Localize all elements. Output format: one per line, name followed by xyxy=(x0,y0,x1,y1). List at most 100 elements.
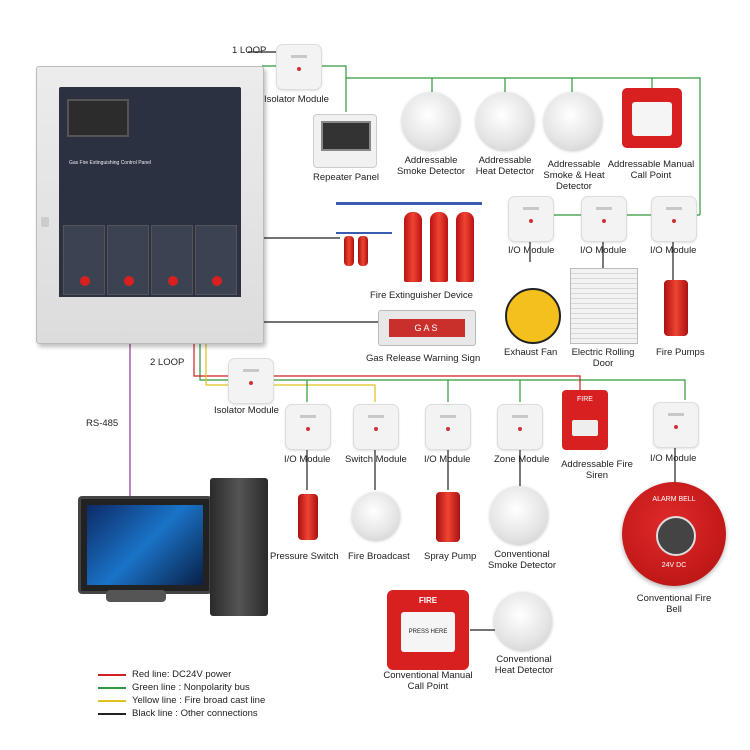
extinguisher-device-icon xyxy=(336,196,482,282)
legend-swatch-red xyxy=(98,674,126,676)
siren-label: Addressable Fire Siren xyxy=(561,459,633,481)
isolator-top-label: Isolator Module xyxy=(264,94,329,105)
lower-links xyxy=(306,448,676,490)
repeater-panel-icon xyxy=(313,114,377,168)
monitor-stand-icon xyxy=(106,590,166,602)
isolator-bottom-label: Isolator Module xyxy=(214,405,279,416)
exhaust-fan-label: Exhaust Fan xyxy=(504,347,558,358)
conv-manual-call-point-icon: FIRE PRESS HERE xyxy=(387,590,469,670)
zone-module-label: Zone Module xyxy=(494,454,550,465)
loop2-bus-red xyxy=(193,342,581,390)
io-4-label: I/O Module xyxy=(284,454,331,465)
io-module-icon xyxy=(425,404,471,450)
switch-module-label: Switch Module xyxy=(345,454,407,465)
conv-heat-detector-icon xyxy=(494,592,552,650)
legend-swatch-yellow xyxy=(98,700,126,702)
pressure-switch-label: Pressure Switch xyxy=(270,551,339,562)
gas-sign-text: GAS xyxy=(389,319,465,337)
io-2-label: I/O Module xyxy=(580,245,627,256)
legend-text: Green line : Nonpolarity bus xyxy=(132,682,250,693)
zone-card xyxy=(151,225,193,295)
spray-pump-icon xyxy=(436,492,460,542)
legend-text: Black line : Other connections xyxy=(132,708,258,719)
isolator-module-icon xyxy=(276,44,322,90)
computer-tower-icon xyxy=(210,478,268,616)
zone-card xyxy=(63,225,105,295)
zone-button[interactable] xyxy=(80,276,90,286)
loop1-label: 1 LOOP xyxy=(232,45,267,56)
bell-text: ALARM BELL xyxy=(652,496,696,503)
legend-swatch-green xyxy=(98,687,126,689)
switch-module-icon xyxy=(353,404,399,450)
panel-lcd-screen xyxy=(67,99,129,137)
siren-text: FIRE xyxy=(577,396,593,403)
pressure-switch-icon xyxy=(298,494,318,540)
loop2-drops xyxy=(306,380,521,402)
legend-item: Red line: DC24V power xyxy=(98,668,265,681)
loop2-label: 2 LOOP xyxy=(150,357,185,368)
rolling-door-icon xyxy=(570,268,638,344)
spray-pump-label: Spray Pump xyxy=(424,551,477,562)
io-module-icon xyxy=(508,196,554,242)
smoke-heat-detector-icon xyxy=(544,92,602,150)
exhaust-fan-icon xyxy=(505,288,561,344)
rolling-door-label: Electric Rolling Door xyxy=(571,347,635,369)
addr-heat-label: Addressable Heat Detector xyxy=(475,155,535,177)
io-1-label: I/O Module xyxy=(508,245,555,256)
broadcast-label: Fire Broadcast xyxy=(348,551,410,562)
conv-heat-label: Conventional Heat Detector xyxy=(494,654,554,676)
fire-pumps-label: Fire Pumps xyxy=(656,347,705,358)
rs485-label: RS-485 xyxy=(86,418,119,429)
gas-extinguishing-control-panel[interactable]: Gas Fire Extinguishing Control Panel xyxy=(36,66,264,344)
computer-monitor-icon xyxy=(78,496,212,594)
addr-smoke-heat-label: Addressable Smoke & Heat Detector xyxy=(543,159,605,192)
conv-mcp-label: Conventional Manual Call Point xyxy=(383,670,473,692)
legend-item: Yellow line : Fire broad cast line xyxy=(98,694,265,707)
panel-title: Gas Fire Extinguishing Control Panel xyxy=(69,160,151,166)
zone-card xyxy=(195,225,237,295)
smoke-detector-icon xyxy=(402,92,460,150)
bell-volt: 24V DC xyxy=(661,562,687,569)
zone-button[interactable] xyxy=(124,276,134,286)
isolator-module-icon xyxy=(228,358,274,404)
extinguisher-label: Fire Extinguisher Device xyxy=(370,290,473,301)
io-3-label: I/O Module xyxy=(650,245,697,256)
loop2-bus-green xyxy=(199,342,686,400)
legend: Red line: DC24V power Green line : Nonpo… xyxy=(98,668,265,720)
legend-item: Green line : Nonpolarity bus xyxy=(98,681,265,694)
gas-sign-label: Gas Release Warning Sign xyxy=(366,353,481,364)
panel-key-lock[interactable] xyxy=(41,217,49,227)
loop2-bus-yellow xyxy=(205,342,376,402)
legend-text: Yellow line : Fire broad cast line xyxy=(132,695,266,706)
fire-pump-icon xyxy=(664,280,688,336)
repeater-label: Repeater Panel xyxy=(313,172,380,183)
heat-detector-icon xyxy=(476,92,534,150)
conv-smoke-label: Conventional Smoke Detector xyxy=(487,549,557,571)
mcp-fire-text: FIRE xyxy=(418,596,438,605)
fire-bell-icon: ALARM BELL 24V DC xyxy=(622,482,726,586)
legend-text: Red line: DC24V power xyxy=(132,669,232,680)
fire-broadcast-icon xyxy=(352,492,400,540)
zone-button[interactable] xyxy=(168,276,178,286)
io-module-icon xyxy=(581,196,627,242)
mcp-press-text: PRESS HERE xyxy=(401,612,455,652)
zone-module-icon xyxy=(497,404,543,450)
legend-item: Black line : Other connections xyxy=(98,707,265,720)
addr-mcp-label: Addressable Manual Call Point xyxy=(607,159,695,181)
io-module-icon xyxy=(651,196,697,242)
manual-call-point-icon xyxy=(622,88,682,148)
io-module-icon xyxy=(285,404,331,450)
legend-swatch-black xyxy=(98,713,126,715)
zone-card xyxy=(107,225,149,295)
conv-smoke-detector-icon xyxy=(490,486,548,544)
conv-bell-label: Conventional Fire Bell xyxy=(636,593,712,615)
gas-warning-sign-icon: GAS xyxy=(378,310,476,346)
io-6-label: I/O Module xyxy=(650,453,697,464)
fire-siren-icon: FIRE xyxy=(562,390,608,450)
io-5-label: I/O Module xyxy=(424,454,471,465)
zone-button[interactable] xyxy=(212,276,222,286)
io-module-icon xyxy=(653,402,699,448)
panel-zone-cards xyxy=(59,221,241,297)
addr-smoke-label: Addressable Smoke Detector xyxy=(396,155,466,177)
